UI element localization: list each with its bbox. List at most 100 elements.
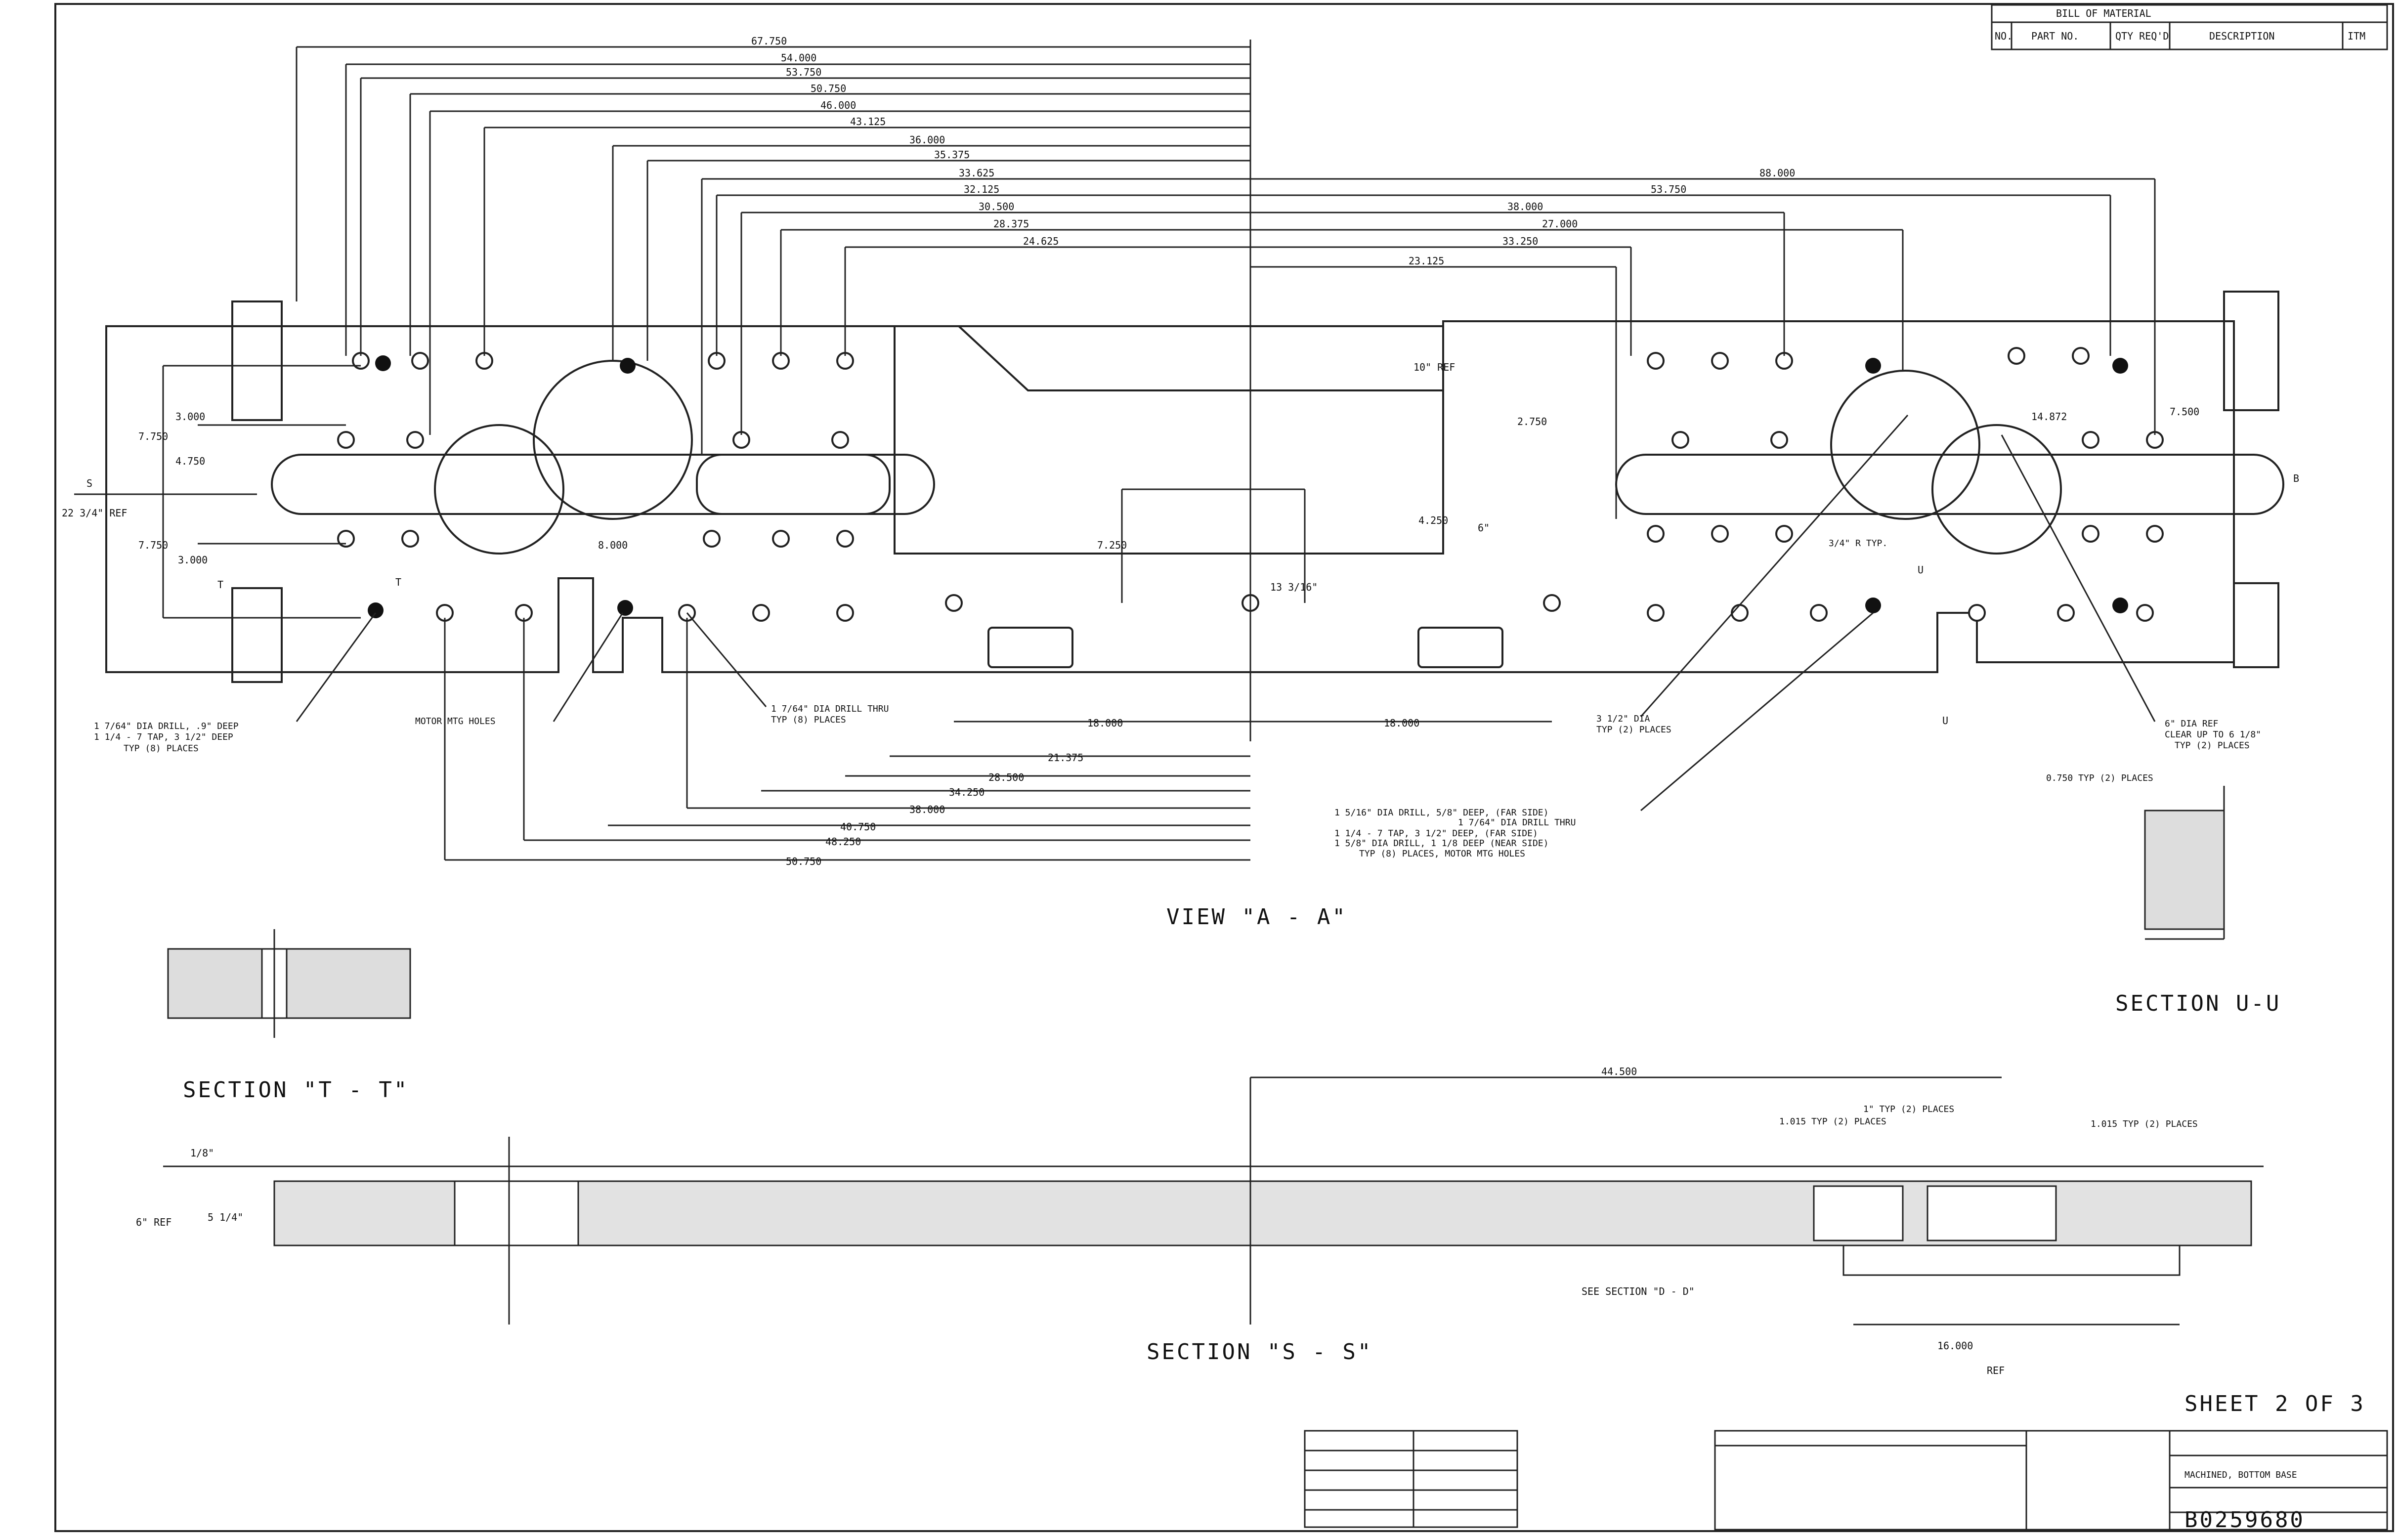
marker-b: B [2293, 472, 2299, 484]
revision-block [1304, 1430, 1518, 1528]
ss-dim-ref: REF [1987, 1365, 2005, 1376]
ss-note-1: 1" TYP (2) PLACES [1863, 1104, 1954, 1114]
view-aa-plate [105, 291, 2284, 683]
dim-40-750: 40.750 [840, 821, 876, 833]
section-ss-title: SECTION "S - S" [1147, 1339, 1372, 1365]
dim-88-000: 88.000 [1759, 167, 1795, 179]
dim-14-872: 14.872 [2031, 411, 2067, 423]
note-radius: 3/4" R TYP. [1829, 538, 1887, 549]
note-bore-4: 1 5/8" DIA DRILL, 1 1/8 DEEP (NEAR SIDE) [1334, 838, 1548, 849]
dim-8-000: 8.000 [598, 539, 628, 551]
callout-notes: 1 7/64" DIA DRILL, .9" DEEP 1 1/4 - 7 TA… [94, 538, 2261, 859]
dim-53-750-right: 53.750 [1651, 183, 1686, 195]
dim-7-750-bottom: 7.750 [138, 539, 168, 551]
section-ss-drawing [163, 1076, 2264, 1326]
left-dimension-lines [74, 365, 1306, 619]
note-bore-1: 1 5/16" DIA DRILL, 5/8" DEEP, (FAR SIDE) [1334, 808, 1548, 818]
dim-4-250: 4.250 [1418, 514, 1448, 526]
dim-27-000: 27.000 [1542, 218, 1578, 230]
dim-53-750: 53.750 [786, 66, 821, 78]
dim-50-750: 50.750 [786, 856, 821, 867]
section-uu-title: SECTION U-U [2115, 991, 2281, 1016]
dim-7-500: 7.500 [2170, 406, 2199, 418]
side-dimension-labels: 3.000 7.750 4.750 7.750 3.000 22 3/4" RE… [62, 361, 2199, 593]
ss-dim-44-500: 44.500 [1601, 1066, 1637, 1077]
ss-note-3: 1.015 TYP (2) PLACES [2091, 1119, 2198, 1129]
dim-50-750: 50.750 [811, 83, 846, 94]
dim-33-625: 33.625 [959, 167, 994, 179]
dim-28-375: 28.375 [993, 218, 1029, 230]
dim-7-250: 7.250 [1097, 539, 1127, 551]
dim-21-375: 21.375 [1048, 752, 1083, 764]
marker-t-left: T [217, 579, 223, 591]
section-tt-title: SECTION "T - T" [183, 1077, 409, 1103]
sheet-number: SHEET 2 OF 3 [2184, 1391, 2365, 1416]
note-dia-typ: TYP (2) PLACES [1596, 725, 1671, 735]
note-bore-2: 1 7/64" DIA DRILL THRU [1458, 817, 1576, 828]
dim-28-500: 28.500 [988, 771, 1024, 783]
dim-30-500: 30.500 [979, 201, 1014, 213]
note-through-2: TYP (8) PLACES [771, 715, 846, 725]
dim-35-375: 35.375 [934, 149, 970, 161]
dim-7-750-top: 7.750 [138, 430, 168, 442]
marker-s: S [86, 477, 92, 489]
bom-col-qty: QTY REQ'D [2115, 30, 2169, 42]
view-aa-title: VIEW "A - A" [1166, 904, 1347, 930]
bottom-dimension-labels: 18.000 18.000 21.375 28.500 34.250 38.00… [786, 717, 1419, 867]
dim-2-750: 2.750 [1517, 416, 1547, 428]
ss-dim-16-000: 16.000 [1937, 1340, 1973, 1352]
bom-col-itm: ITM [2348, 30, 2365, 42]
note-drill-2: 1 1/4 - 7 TAP, 3 1/2" DEEP [94, 732, 233, 742]
note-drill-1: 1 7/64" DIA DRILL, .9" DEEP [94, 721, 239, 731]
dim-54-000: 54.000 [781, 52, 816, 64]
note-bore-3: 1 1/4 - 7 TAP, 3 1/2" DEEP, (FAR SIDE) [1334, 828, 1538, 839]
bom-title: BILL OF MATERIAL [2056, 7, 2151, 19]
bill-of-material-table: BILL OF MATERIAL NO. PART NO. QTY REQ'D … [1991, 4, 2388, 50]
dim-10-ref: 10" REF [1413, 361, 1455, 373]
note-clear-3: TYP (2) PLACES [2175, 740, 2250, 751]
dim-6-inch: 6" [1478, 522, 1490, 534]
note-dia-3-half: 3 1/2" DIA [1596, 714, 1650, 724]
ss-dim-5-1-4: 5 1/4" [208, 1211, 243, 1223]
ss-dim-1-8: 1/8" [190, 1147, 214, 1159]
dim-24-625: 24.625 [1023, 235, 1059, 247]
bom-col-no: NO. [1995, 30, 2013, 42]
title-block [1714, 1430, 2388, 1531]
section-ss-labels: 44.500 1" TYP (2) PLACES 1.015 TYP (2) P… [136, 1066, 2198, 1376]
dim-18-000-right: 18.000 [1384, 717, 1419, 729]
see-section-dd: SEE SECTION "D - D" [1582, 1285, 1695, 1297]
top-dimension-lines [296, 40, 2156, 741]
dim-4-750: 4.750 [175, 455, 205, 467]
bottom-dimension-lines [444, 618, 1552, 861]
note-drill-3: TYP (8) PLACES [124, 743, 199, 754]
title-drawing-number: B0259680 [2184, 1507, 2305, 1533]
dim-18-000-left: 18.000 [1087, 717, 1123, 729]
dim-38-000: 38.000 [1507, 201, 1543, 213]
leader-lines [296, 415, 2156, 812]
dim-46-000: 46.000 [820, 99, 856, 111]
view-aa-filled-holes [368, 355, 2128, 618]
note-typ-places: 0.750 TYP (2) PLACES [2046, 773, 2153, 783]
section-uu-drawing [2144, 786, 2225, 940]
dim-48-250: 48.250 [825, 836, 861, 848]
dim-3-000-top: 3.000 [175, 411, 205, 423]
section-markers: S B T T U U [86, 472, 2299, 727]
dim-3-000-bottom: 3.000 [178, 554, 208, 566]
dim-23-125: 23.125 [1409, 255, 1444, 267]
sheet-border [54, 3, 2394, 1532]
note-motor-holes: MOTOR MTG HOLES [415, 716, 496, 727]
dim-43-125: 43.125 [850, 116, 886, 128]
dim-67-750: 67.750 [751, 35, 787, 47]
dim-33-250: 33.250 [1502, 235, 1538, 247]
note-through-1: 1 7/64" DIA DRILL THRU [771, 704, 889, 714]
section-tt-drawing [167, 929, 411, 1038]
bom-col-desc: DESCRIPTION [2209, 30, 2274, 42]
note-clear-1: 6" DIA REF [2165, 719, 2218, 729]
bom-col-part: PART NO. [2031, 30, 2079, 42]
top-dimension-labels: 67.750 54.000 53.750 50.750 46.000 43.12… [751, 35, 1795, 267]
note-clear-2: CLEAR UP TO 6 1/8" [2165, 729, 2261, 740]
dim-36-000: 36.000 [909, 134, 945, 146]
dim-34-250: 34.250 [949, 786, 985, 798]
ss-note-2: 1.015 TYP (2) PLACES [1779, 1116, 1886, 1127]
